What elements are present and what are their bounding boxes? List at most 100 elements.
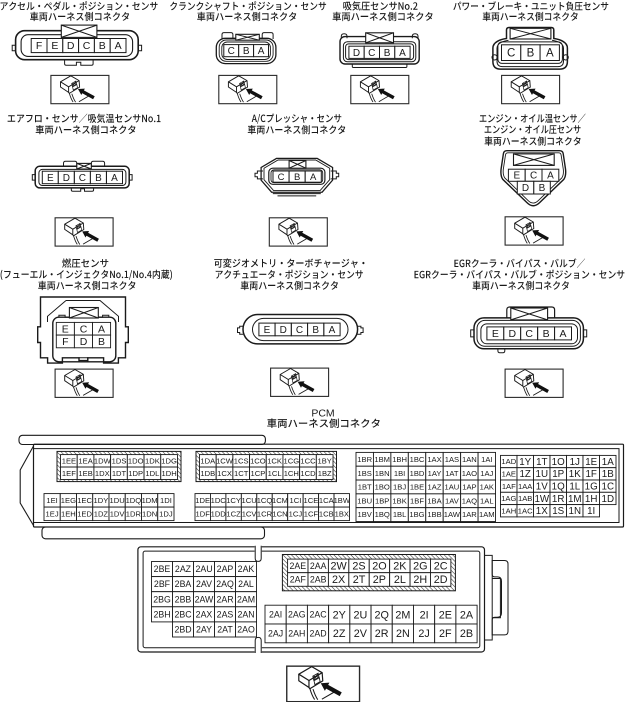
svg-text:C: C bbox=[228, 46, 235, 57]
svg-text:A: A bbox=[399, 48, 406, 59]
svg-text:1CJ: 1CJ bbox=[289, 510, 303, 519]
svg-text:1DX: 1DX bbox=[95, 469, 110, 478]
svg-text:1BP: 1BP bbox=[375, 496, 389, 505]
svg-text:1DQ: 1DQ bbox=[126, 496, 142, 505]
svg-text:B: B bbox=[98, 336, 105, 348]
svg-text:2I: 2I bbox=[420, 609, 429, 621]
svg-text:1CE: 1CE bbox=[304, 496, 319, 505]
svg-text:1AB: 1AB bbox=[518, 494, 532, 503]
svg-text:1BL: 1BL bbox=[393, 510, 407, 519]
svg-text:1DE: 1DE bbox=[195, 496, 210, 505]
svg-text:B: B bbox=[99, 40, 106, 52]
svg-text:1BZ: 1BZ bbox=[318, 469, 332, 478]
svg-text:2T: 2T bbox=[353, 574, 366, 586]
svg-text:2AW: 2AW bbox=[195, 594, 214, 604]
svg-text:B: B bbox=[294, 172, 300, 183]
svg-text:D: D bbox=[67, 40, 75, 52]
svg-text:1EJ: 1EJ bbox=[46, 510, 59, 519]
svg-text:1EA: 1EA bbox=[78, 456, 93, 465]
svg-text:2Q: 2Q bbox=[374, 609, 388, 621]
svg-text:1CF: 1CF bbox=[304, 510, 319, 519]
svg-text:1P: 1P bbox=[552, 469, 564, 480]
svg-text:1CK: 1CK bbox=[267, 456, 282, 465]
svg-text:1W: 1W bbox=[534, 494, 549, 505]
svg-text:A: A bbox=[546, 48, 554, 60]
svg-text:1AQ: 1AQ bbox=[462, 496, 477, 505]
svg-text:1AE: 1AE bbox=[502, 470, 516, 479]
svg-text:2N: 2N bbox=[396, 628, 410, 640]
svg-text:C: C bbox=[83, 40, 91, 52]
svg-text:1AO: 1AO bbox=[462, 469, 477, 478]
svg-text:1J: 1J bbox=[570, 457, 580, 468]
svg-text:1I: 1I bbox=[587, 506, 595, 517]
svg-text:1CS: 1CS bbox=[234, 456, 249, 465]
svg-text:1CL: 1CL bbox=[268, 469, 282, 478]
svg-text:1BN: 1BN bbox=[375, 469, 390, 478]
svg-text:B: B bbox=[243, 46, 250, 57]
svg-text:A: A bbox=[258, 46, 265, 57]
svg-text:A: A bbox=[547, 171, 554, 182]
svg-text:1DK: 1DK bbox=[145, 456, 160, 465]
svg-text:1AF: 1AF bbox=[502, 482, 516, 491]
svg-text:2F: 2F bbox=[439, 628, 452, 640]
svg-text:2BC: 2BC bbox=[174, 609, 192, 619]
svg-text:F: F bbox=[62, 336, 68, 348]
svg-text:1DH: 1DH bbox=[161, 469, 176, 478]
svg-text:D: D bbox=[353, 48, 360, 59]
svg-text:2X: 2X bbox=[332, 574, 345, 586]
svg-text:A: A bbox=[329, 325, 336, 336]
svg-text:2AQ: 2AQ bbox=[216, 579, 234, 589]
svg-text:2BE: 2BE bbox=[154, 564, 171, 574]
svg-text:2AK: 2AK bbox=[238, 564, 255, 574]
svg-text:1DU: 1DU bbox=[109, 496, 124, 505]
svg-text:2AU: 2AU bbox=[195, 564, 212, 574]
svg-text:1CV: 1CV bbox=[242, 510, 258, 519]
svg-text:2BH: 2BH bbox=[153, 609, 170, 619]
svg-text:2S: 2S bbox=[352, 561, 365, 573]
svg-text:2W: 2W bbox=[330, 561, 347, 573]
svg-text:1DZ: 1DZ bbox=[94, 510, 109, 519]
svg-text:1BK: 1BK bbox=[392, 496, 406, 505]
svg-text:C: C bbox=[530, 171, 537, 182]
svg-text:1BC: 1BC bbox=[410, 455, 425, 464]
svg-text:1DF: 1DF bbox=[196, 510, 211, 519]
svg-text:1BU: 1BU bbox=[357, 496, 372, 505]
svg-text:2G: 2G bbox=[413, 561, 427, 573]
svg-text:2H: 2H bbox=[413, 574, 427, 586]
svg-text:1DM: 1DM bbox=[142, 496, 158, 505]
svg-text:1BS: 1BS bbox=[358, 469, 372, 478]
svg-text:B: B bbox=[312, 325, 319, 336]
svg-text:2AG: 2AG bbox=[288, 610, 306, 620]
svg-text:1BJ: 1BJ bbox=[393, 483, 406, 492]
svg-text:B: B bbox=[527, 48, 535, 60]
svg-text:A: A bbox=[559, 328, 566, 340]
svg-text:E: E bbox=[51, 40, 58, 52]
svg-text:1T: 1T bbox=[536, 457, 547, 468]
svg-text:2D: 2D bbox=[434, 574, 448, 586]
svg-text:2AJ: 2AJ bbox=[268, 628, 283, 638]
svg-text:C: C bbox=[525, 328, 533, 340]
svg-text:1AW: 1AW bbox=[444, 510, 461, 519]
svg-text:2AD: 2AD bbox=[309, 628, 326, 638]
svg-text:1B: 1B bbox=[602, 469, 614, 480]
svg-text:1BO: 1BO bbox=[375, 483, 390, 492]
svg-text:1X: 1X bbox=[536, 506, 548, 517]
svg-text:1AN: 1AN bbox=[462, 455, 477, 464]
svg-text:1BF: 1BF bbox=[410, 496, 424, 505]
svg-text:F: F bbox=[36, 40, 42, 52]
svg-text:1CG: 1CG bbox=[283, 456, 299, 465]
svg-text:1DR: 1DR bbox=[126, 510, 142, 519]
svg-text:1R: 1R bbox=[552, 494, 565, 505]
svg-text:1DW: 1DW bbox=[94, 456, 112, 465]
svg-text:1BX: 1BX bbox=[335, 510, 349, 519]
svg-text:A: A bbox=[98, 323, 105, 335]
svg-text:1DI: 1DI bbox=[160, 496, 172, 505]
svg-text:D: D bbox=[509, 328, 517, 340]
svg-text:1CT: 1CT bbox=[234, 469, 249, 478]
svg-text:1H: 1H bbox=[585, 494, 598, 505]
svg-text:1DS: 1DS bbox=[112, 456, 127, 465]
svg-text:1F: 1F bbox=[585, 469, 596, 480]
svg-text:1DA: 1DA bbox=[200, 456, 216, 465]
svg-text:2P: 2P bbox=[373, 574, 386, 586]
svg-text:2E: 2E bbox=[439, 609, 452, 621]
